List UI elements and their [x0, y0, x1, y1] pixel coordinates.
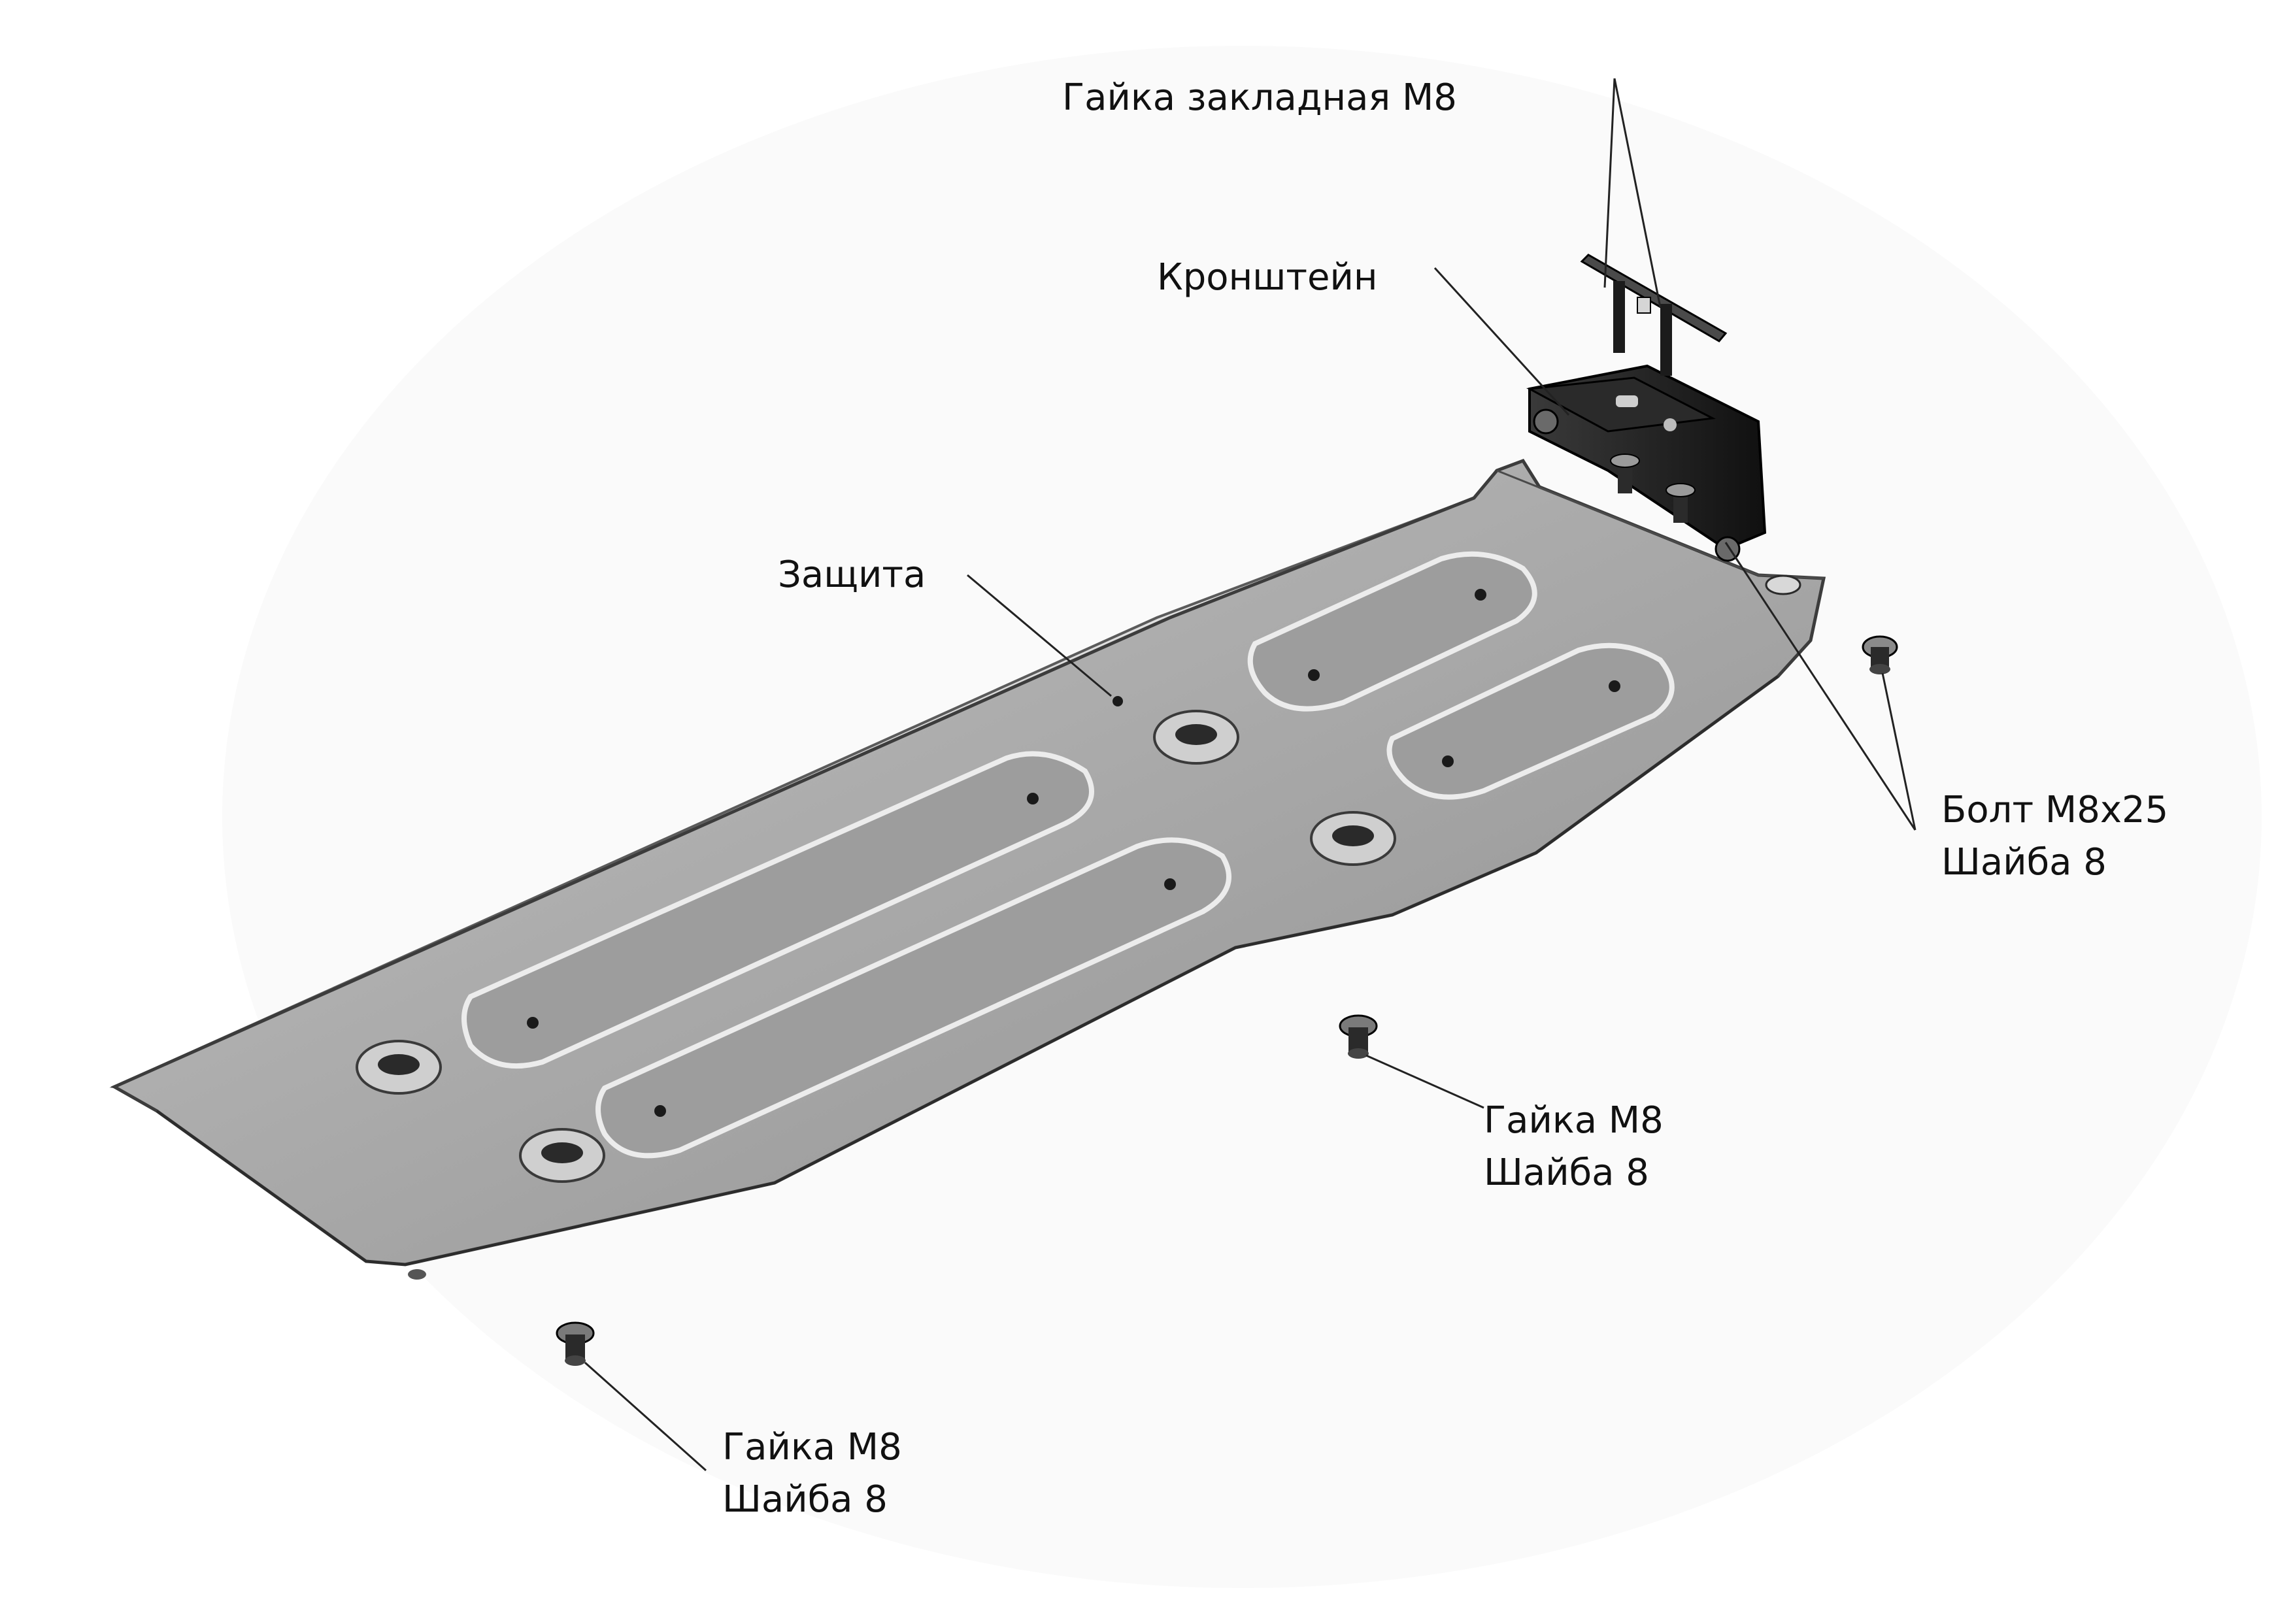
label-bracket-text: Кронштейн: [1157, 256, 1378, 299]
recess-1: [461, 751, 1094, 1069]
mounting-slots: [356, 574, 1801, 1183]
label-guard: Защита: [778, 549, 926, 601]
label-nut-left-line2: Шайба 8: [722, 1478, 888, 1521]
bracket-bolt: [1618, 461, 1632, 493]
embedded-nut: [1580, 254, 1728, 376]
leader-nut-right: [1365, 1054, 1484, 1109]
leader-embedded-nut-a: [1603, 78, 1616, 288]
leader-guard: [967, 574, 1112, 697]
nut-part-left: [556, 1321, 595, 1366]
label-embedded-nut: Гайка закладная М8: [1062, 72, 1457, 124]
recess-hole: [654, 1105, 666, 1117]
recess-hole: [1308, 669, 1320, 681]
embedded-nut-stud: [1613, 281, 1625, 353]
label-bolt-line2: Шайба 8: [1941, 841, 2107, 884]
leader-bolt-b: [1881, 672, 1916, 831]
label-nut-left: Гайка М8 Шайба 8: [722, 1421, 902, 1526]
recess-hole: [527, 1017, 539, 1029]
bracket-hole: [1533, 408, 1559, 435]
slot-rear: [1765, 574, 1801, 595]
label-bolt: Болт М8х25 Шайба 8: [1941, 784, 2168, 889]
label-nut-right-line2: Шайба 8: [1484, 1152, 1649, 1194]
recess-hole: [1475, 589, 1486, 601]
embedded-nut-stud: [1660, 304, 1672, 376]
label-nut-left-line1: Гайка М8: [722, 1426, 902, 1468]
label-bracket: Кронштейн: [1157, 252, 1378, 304]
plate-underside-nut: [408, 1269, 426, 1280]
guard-mark-hole: [1113, 696, 1123, 706]
leader-nut-left: [584, 1361, 707, 1472]
plate-recesses: [461, 551, 1675, 1159]
recess-4: [1386, 642, 1675, 800]
slot-boss: [356, 1040, 442, 1095]
embedded-nut-strip: [1580, 254, 1728, 342]
bracket: [1526, 364, 1767, 562]
leader-bolt-a: [1724, 542, 1916, 831]
slot-boss: [519, 1128, 605, 1183]
plate-front-edge: [156, 675, 1779, 1267]
recess-3: [1247, 551, 1537, 712]
bracket-slot: [1616, 395, 1638, 407]
label-bolt-line1: Болт М8х25: [1941, 789, 2169, 831]
leader-lines: [584, 78, 1916, 1472]
recess-hole: [1442, 755, 1454, 767]
nut-part-right: [1339, 1014, 1378, 1059]
plate-rear-rise: [1496, 469, 1824, 580]
leader-bracket: [1433, 267, 1570, 416]
label-embedded-nut-text: Гайка закладная М8: [1062, 76, 1457, 119]
slot-boss: [1310, 811, 1396, 866]
bracket-bolt: [1673, 490, 1688, 523]
slot-boss: [1153, 710, 1239, 765]
label-nut-right-line1: Гайка М8: [1484, 1099, 1664, 1142]
label-nut-right: Гайка М8 Шайба 8: [1484, 1095, 1664, 1199]
recess-hole: [1164, 878, 1176, 890]
label-guard-text: Защита: [778, 554, 926, 596]
recess-hole: [1027, 793, 1039, 804]
bracket-hole: [1664, 418, 1677, 431]
recess-hole: [1609, 680, 1620, 692]
bolt-part: [1862, 635, 1898, 674]
leader-embedded-nut-b: [1613, 78, 1662, 308]
recess-2: [595, 837, 1231, 1159]
